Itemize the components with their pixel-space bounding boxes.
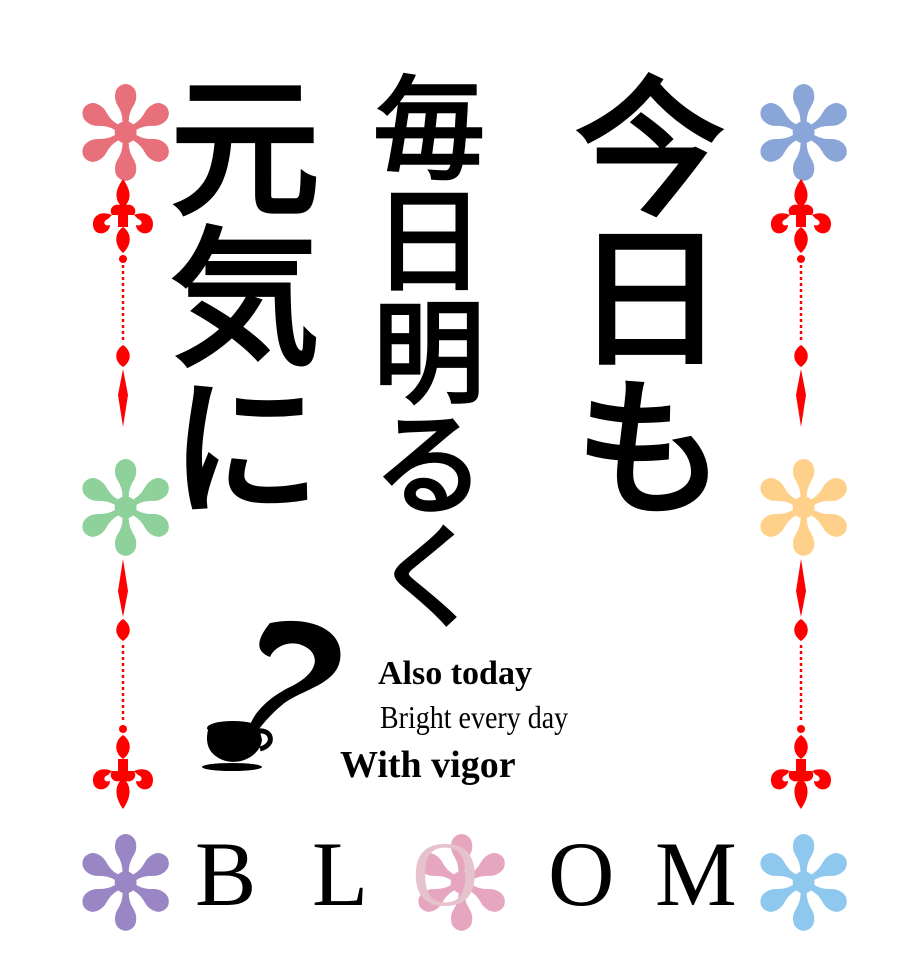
title-char: る (373, 401, 485, 532)
title-char: 今 (575, 62, 726, 238)
question-mark-cup-icon (202, 620, 341, 771)
title-column-left: 元 気 に (170, 75, 320, 525)
brand-letter-l: L (312, 823, 369, 925)
asterisk-icon: ✻ (72, 811, 180, 960)
brand-letter-m: M (655, 823, 737, 925)
title-char: 日 (575, 212, 726, 388)
asterisk-icon: ✻ (750, 61, 858, 210)
fleur-de-lis-icon (770, 559, 832, 809)
title-char: 明 (373, 289, 485, 420)
fleur-de-lis-icon (770, 179, 832, 427)
fleur-de-lis-icon (92, 179, 154, 427)
brand-letter-o-faint: O (412, 823, 479, 925)
title-char: 毎 (373, 65, 485, 196)
title-char: も (575, 362, 726, 538)
asterisk-icon: ✻ (408, 811, 516, 960)
title-char: く (373, 513, 485, 644)
title-column-right: 今 日 も (575, 75, 725, 525)
asterisk-icon: ✻ (750, 811, 858, 960)
asterisk-icon: ✻ (72, 61, 180, 210)
brand-letter-b: B (195, 823, 257, 925)
asterisk-icon: ✻ (750, 436, 858, 585)
english-line-1: Also today (378, 655, 532, 692)
english-line-2: Bright every day (380, 700, 569, 737)
title-char: に (170, 362, 321, 538)
english-line-3: With vigor (340, 744, 516, 786)
fleur-de-lis-icon (92, 559, 154, 809)
title-char: 元 (170, 62, 321, 238)
title-char: 日 (373, 177, 485, 308)
title-char: 気 (170, 212, 321, 388)
title-column-middle: 毎 日 明 る く (373, 75, 485, 635)
asterisk-icon: ✻ (72, 436, 180, 585)
brand-letter-o: O (548, 823, 615, 925)
